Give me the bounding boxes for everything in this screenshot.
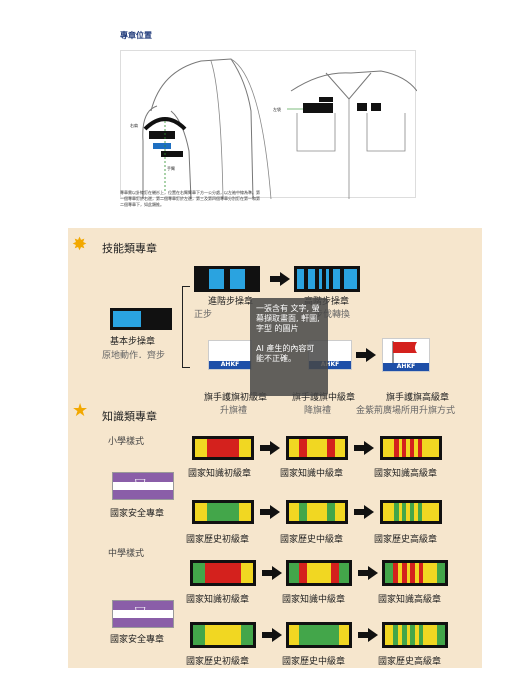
- top-drill-sub: 步伐轉換: [314, 310, 351, 320]
- flag-badge-basic: AHKF: [208, 340, 252, 370]
- arrow-icon: [260, 505, 280, 519]
- advanced-drill-ribbon: [194, 266, 260, 292]
- pri-security-label: 國家安全專章: [110, 509, 165, 519]
- arrow-icon: [270, 272, 290, 286]
- pri-history-basic-ribbon: [192, 500, 254, 524]
- top-drill-ribbon: [294, 266, 360, 292]
- pri-knowledge-high-ribbon: [380, 436, 442, 460]
- arrow-icon: [358, 566, 378, 580]
- arrow-icon: [262, 566, 282, 580]
- basic-drill-label: 基本步操章: [110, 337, 156, 347]
- pri-knowledge-basic-ribbon: [192, 436, 254, 460]
- sec-knowledge-high-label: 國家知識高級章: [378, 595, 442, 605]
- flag-mid-sub: 降旗禮: [304, 406, 332, 416]
- placement-caption: 專章需以針線釘在襯衫上，位置在右臂臂章下方一公分處，以左袖中線為準。第一個專章釘…: [120, 190, 260, 207]
- page-title: 專章位置: [120, 31, 152, 40]
- basic-drill-ribbon: [110, 308, 172, 330]
- star-icon: ✸: [72, 234, 88, 255]
- arm-label: 手臂: [167, 166, 175, 171]
- flag-basic-label: 旗手護旗初級章: [204, 393, 268, 403]
- badge-poster: ✸ 技能類專章 基本步操章 原地動作．齊步 進階步操章 正步 高階步操章 步伐轉…: [68, 228, 482, 668]
- arrow-icon: [260, 441, 280, 455]
- flag-band-text: AHKF: [309, 361, 351, 369]
- uniform-illustration: [142, 58, 418, 200]
- flag-basic-sub: 升旗禮: [220, 406, 248, 416]
- pri-history-basic-label: 國家歷史初級章: [186, 535, 250, 545]
- arrow-icon: [262, 628, 282, 642]
- pri-knowledge-mid-ribbon: [286, 436, 348, 460]
- tooltip-description: 一張含有 文字, 螢幕擷取畫面, 軒圖, 字型 的圖片: [256, 304, 320, 333]
- sec-knowledge-mid-ribbon: [286, 560, 352, 586]
- flag-high-label: 旗手護旗高級章: [386, 393, 450, 403]
- pri-history-mid-label: 國家歷史中級章: [280, 535, 344, 545]
- arrow-icon: [354, 441, 374, 455]
- primary-style-label: 小學樣式: [108, 437, 145, 447]
- star-icon: ★: [72, 400, 89, 421]
- arrow-icon: [356, 348, 376, 362]
- flag-badge-high: AHKF: [382, 338, 430, 372]
- shield-icon: ⛉: [135, 605, 146, 621]
- pri-knowledge-basic-label: 國家知識初級章: [188, 469, 252, 479]
- secondary-style-label: 中學樣式: [108, 549, 145, 559]
- left-pocket-label: 左袋: [273, 107, 281, 112]
- uniform-diagram: 右肩 手臂 左袋: [120, 50, 418, 200]
- sec-knowledge-basic-label: 國家知識初級章: [186, 595, 250, 605]
- sec-history-high-ribbon: [382, 622, 448, 648]
- flag-band-text: AHKF: [209, 361, 251, 369]
- sec-knowledge-basic-ribbon: [190, 560, 256, 586]
- sec-knowledge-high-ribbon: [382, 560, 448, 586]
- flag-icon: [392, 341, 417, 363]
- pri-knowledge-high-label: 國家知識高級章: [374, 469, 438, 479]
- pri-security-badge: ⛉: [112, 472, 174, 500]
- skills-title: 技能類專章: [102, 242, 157, 255]
- sec-knowledge-mid-label: 國家知識中級章: [282, 595, 346, 605]
- sec-history-basic-label: 國家歷史初級章: [186, 657, 250, 667]
- pri-history-high-ribbon: [380, 500, 442, 524]
- knowledge-title: 知識類專章: [102, 410, 157, 423]
- flag-band-text: AHKF: [383, 363, 429, 371]
- flag-high-sub: 金紫荊廣場所用升旗方式: [356, 406, 456, 416]
- sec-history-mid-ribbon: [286, 622, 352, 648]
- sec-security-badge: ⛉: [112, 600, 174, 628]
- sec-security-label: 國家安全專章: [110, 635, 165, 645]
- sec-history-high-label: 國家歷史高級章: [378, 657, 442, 667]
- pri-history-mid-ribbon: [286, 500, 348, 524]
- sec-history-basic-ribbon: [190, 622, 256, 648]
- arrow-icon: [358, 628, 378, 642]
- basic-drill-sub: 原地動作．齊步: [102, 351, 166, 361]
- advanced-drill-label: 進階步操章: [208, 297, 254, 307]
- bracket: [182, 286, 190, 368]
- pri-history-high-label: 國家歷史高級章: [374, 535, 438, 545]
- arrow-icon: [354, 505, 374, 519]
- flag-mid-label: 旗手護旗中級章: [292, 393, 356, 403]
- shoulder-label: 右肩: [130, 123, 138, 128]
- advanced-drill-sub: 正步: [194, 310, 213, 320]
- alt-text-tooltip[interactable]: 一張含有 文字, 螢幕擷取畫面, 軒圖, 字型 的圖片 AI 產生的內容可能不正…: [250, 298, 328, 396]
- sec-history-mid-label: 國家歷史中級章: [282, 657, 346, 667]
- tooltip-warning: AI 產生的內容可能不正確。: [256, 344, 315, 363]
- pri-knowledge-mid-label: 國家知識中級章: [280, 469, 344, 479]
- shield-icon: ⛉: [135, 477, 146, 493]
